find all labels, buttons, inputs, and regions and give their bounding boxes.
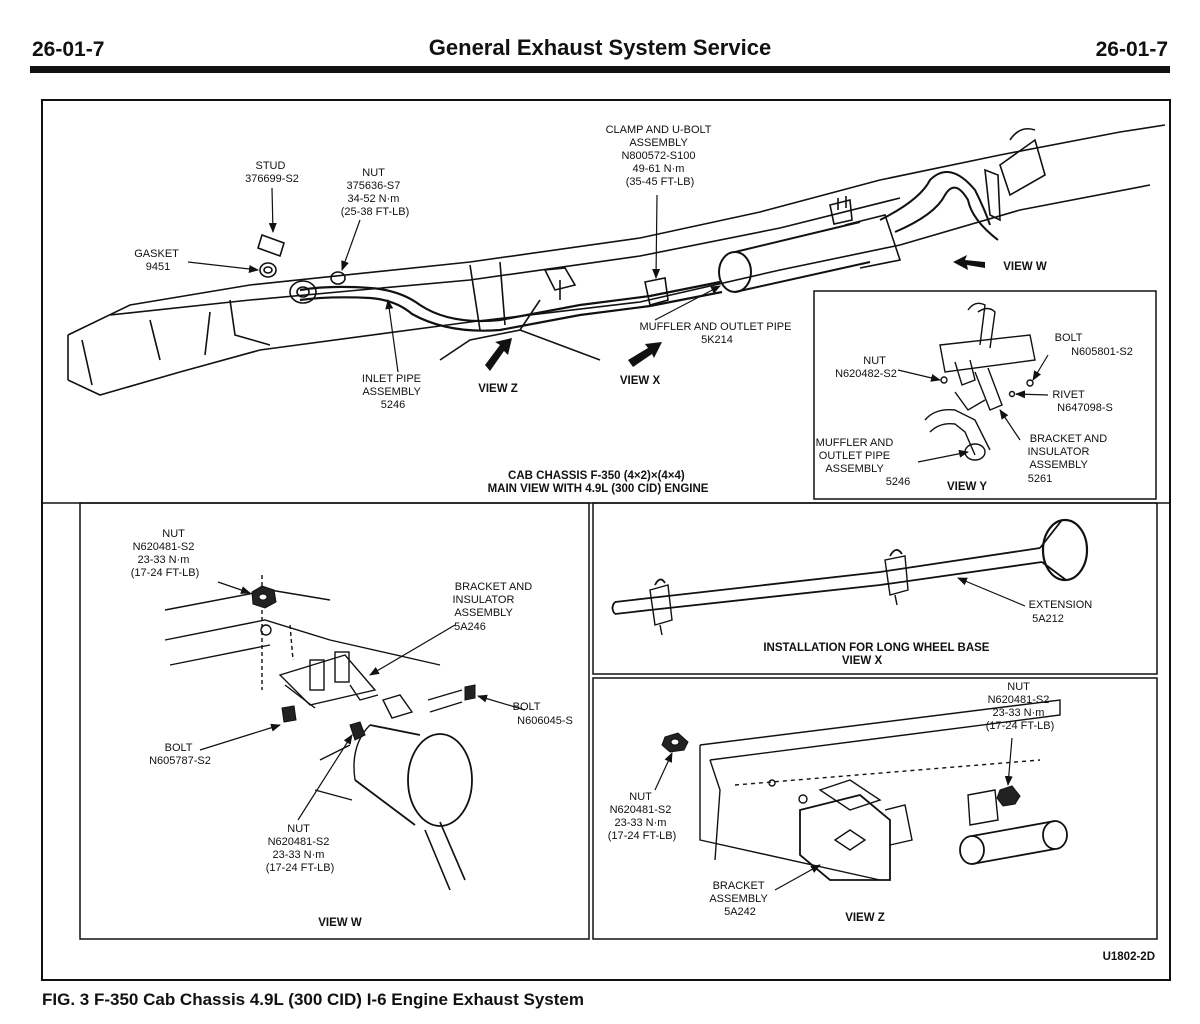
view-w-leaders — [199, 581, 526, 821]
figure-caption: FIG. 3 F-350 Cab Chassis 4.9L (300 CID) … — [42, 990, 584, 1009]
view-y-muffler-label: MUFFLER AND OUTLET PIPE ASSEMBLY 5246 — [816, 437, 911, 488]
view-y-title: VIEW Y — [947, 481, 987, 493]
view-x-drawing — [611, 518, 1089, 636]
view-z-drawing — [699, 699, 1068, 881]
inlet-pipe-label: INLET PIPE ASSEMBLY 5246 — [362, 373, 424, 411]
header-rule — [30, 66, 1170, 73]
view-y-leaders — [897, 354, 1049, 463]
view-w-drawing — [164, 575, 473, 891]
stud-label: STUD 376699-S2 — [245, 160, 299, 185]
view-y-drawing — [924, 302, 1036, 461]
view-z-bracket-label: BRACKET ASSEMBLY 5A242 — [709, 880, 770, 918]
view-y-rivet-label: RIVET N647098-S — [1052, 389, 1112, 414]
view-z-nut-left-label: NUT N620481-S2 23-33 N·m (17-24 FT-LB) — [608, 791, 676, 842]
extension-label: EXTENSION 5A212 — [1029, 599, 1096, 625]
view-z-nut-right-label: NUT N620481-S2 23-33 N·m (17-24 FT-LB) — [986, 681, 1054, 732]
page-number-right: 26-01-7 — [1095, 38, 1168, 61]
view-z-callout: VIEW Z — [478, 383, 518, 395]
view-z-title: VIEW Z — [845, 912, 885, 924]
clamp-label: CLAMP AND U-BOLT ASSEMBLY N800572-S100 4… — [606, 124, 715, 188]
view-y-bolt-label: BOLT N605801-S2 — [1055, 332, 1133, 358]
view-arrows — [485, 255, 985, 371]
view-w-title: VIEW W — [318, 917, 362, 929]
figure-code: U1802-2D — [1103, 951, 1155, 963]
view-w-callout: VIEW W — [1003, 261, 1047, 273]
page-title: General Exhaust System Service — [428, 35, 772, 60]
main-view-drawing — [67, 124, 1166, 396]
view-w-nut-top-label: NUT N620481-S2 23-33 N·m (17-24 FT-LB) — [131, 528, 199, 579]
view-w-bracket-label: BRACKET AND INSULATOR ASSEMBLY 5A246 — [452, 581, 535, 633]
view-y-nut-label: NUT N620482-S2 — [835, 355, 897, 380]
main-view-leaders — [187, 187, 721, 373]
view-z-fasteners — [661, 732, 1021, 807]
view-x-leaders — [957, 577, 1026, 607]
gasket-label: GASKET 9451 — [134, 248, 182, 273]
view-y-bracket-label: BRACKET AND INSULATOR ASSEMBLY 5261 — [1027, 433, 1110, 485]
nut-label: NUT 375636-S7 34-52 N·m (25-38 FT-LB) — [341, 167, 409, 218]
view-x-callout: VIEW X — [620, 375, 661, 387]
view-z-leaders — [654, 737, 1013, 891]
main-view-title: CAB CHASSIS F-350 (4×2)×(4×4) MAIN VIEW … — [488, 470, 709, 495]
view-w-fasteners — [251, 585, 476, 741]
view-x-title: INSTALLATION FOR LONG WHEEL BASE VIEW X — [763, 642, 992, 667]
view-w-nut-bottom-label: NUT N620481-S2 23-33 N·m (17-24 FT-LB) — [266, 823, 334, 874]
view-w-bolt-right-label: BOLT N606045-S — [513, 701, 573, 727]
view-w-bolt-left-label: BOLT N605787-S2 — [149, 742, 211, 767]
page-number-left: 26-01-7 — [32, 38, 105, 61]
muffler-outlet-label: MUFFLER AND OUTLET PIPE 5K214 — [639, 321, 794, 346]
panel-frames — [41, 99, 1171, 981]
